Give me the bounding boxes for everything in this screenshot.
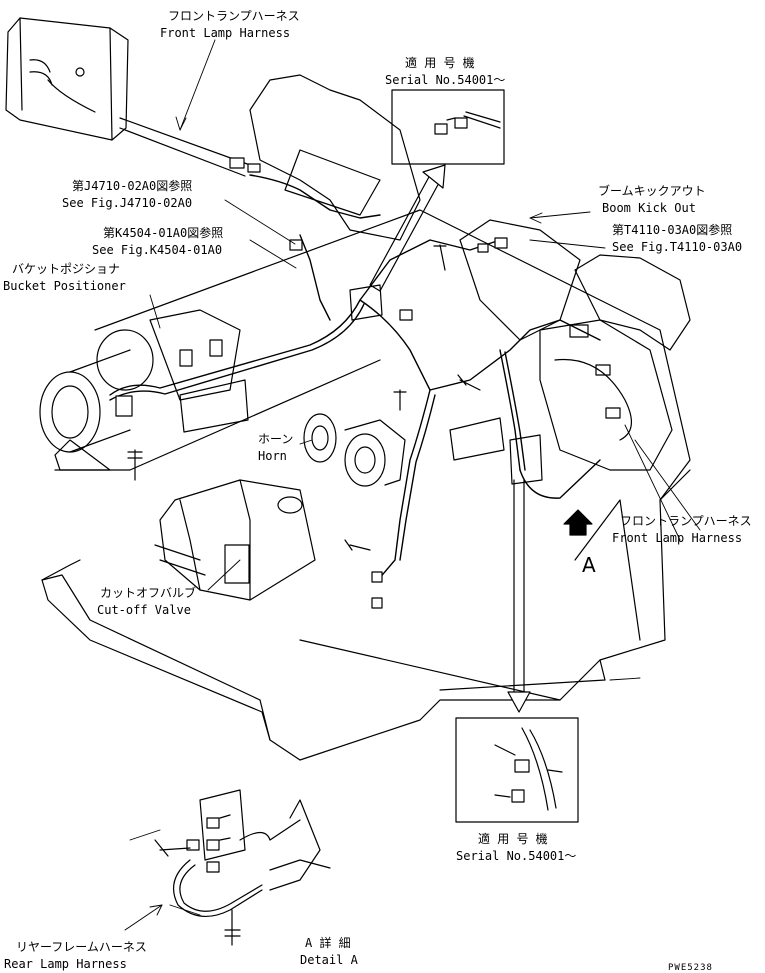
serial-top-jp: 適 用 号 機 <box>405 55 475 70</box>
boom-kick-out-en: Boom Kick Out <box>602 201 696 215</box>
see-t4110-en: See Fig.T4110-03A0 <box>612 240 742 254</box>
serial-bottom-en: Serial No.54001〜 <box>456 849 576 863</box>
bolts <box>127 244 481 551</box>
horn-assembly <box>303 413 406 487</box>
see-k4504-jp: 第K4504-01A0図参照 <box>103 225 223 240</box>
front-lamp-housing <box>5 17 251 177</box>
boom-kick-out-jp: ブームキックアウト <box>598 183 706 198</box>
see-t4110-jp: 第T4110-03A0図参照 <box>612 222 732 237</box>
see-j4710-en: See Fig.J4710-02A0 <box>62 196 192 210</box>
mounting-plates <box>179 149 543 485</box>
bucket-positioner-en: Bucket Positioner <box>3 279 126 293</box>
rear-lamp-en: Rear Lamp Harness <box>4 957 127 971</box>
cut-off-valve-en: Cut-off Valve <box>97 603 191 617</box>
detail-arrow-top <box>369 164 446 292</box>
see-k4504-en: See Fig.K4504-01A0 <box>92 243 222 257</box>
front-lamp-top-jp: フロントランプハーネス <box>168 9 300 23</box>
detail-box-bottom <box>455 717 579 823</box>
connectors <box>115 157 508 609</box>
front-lamp-right-jp: フロントランプハーネス <box>620 514 752 528</box>
front-lamp-right-en: Front Lamp Harness <box>612 531 742 545</box>
detail-arrow-bottom <box>507 479 531 713</box>
cut-off-valve <box>154 479 316 601</box>
serial-bottom-jp: 適 用 号 機 <box>478 831 548 846</box>
detail-a-assembly <box>154 789 331 946</box>
front-frame-outline <box>41 209 691 761</box>
bucket-positioner-jp: バケットポジショナ <box>12 262 120 276</box>
detail-a-en: Detail A <box>300 953 359 967</box>
view-a-arrow <box>563 509 593 536</box>
see-j4710-jp: 第J4710-02A0図参照 <box>72 178 192 193</box>
drawing-code: PWE5238 <box>668 963 713 973</box>
cut-off-valve-jp: カットオフバルブ <box>100 585 196 600</box>
rear-engine-block <box>249 74 691 351</box>
leader-lines <box>124 39 701 931</box>
view-a-label: A <box>582 553 596 577</box>
main-harness <box>109 174 601 581</box>
labels: フロントランプハーネス Front Lamp Harness 適 用 号 機 S… <box>3 9 752 973</box>
detail-box-top <box>391 89 505 165</box>
horn-en: Horn <box>258 449 287 463</box>
axle-hub <box>39 309 241 453</box>
right-side-bracket <box>539 319 673 471</box>
rear-lamp-jp: リヤーフレームハーネス <box>16 940 147 954</box>
horn-jp: ホーン <box>258 432 293 446</box>
front-lamp-top-en: Front Lamp Harness <box>160 26 290 40</box>
detail-a-jp: A 詳 細 <box>305 935 351 950</box>
serial-top-en: Serial No.54001〜 <box>385 73 505 87</box>
